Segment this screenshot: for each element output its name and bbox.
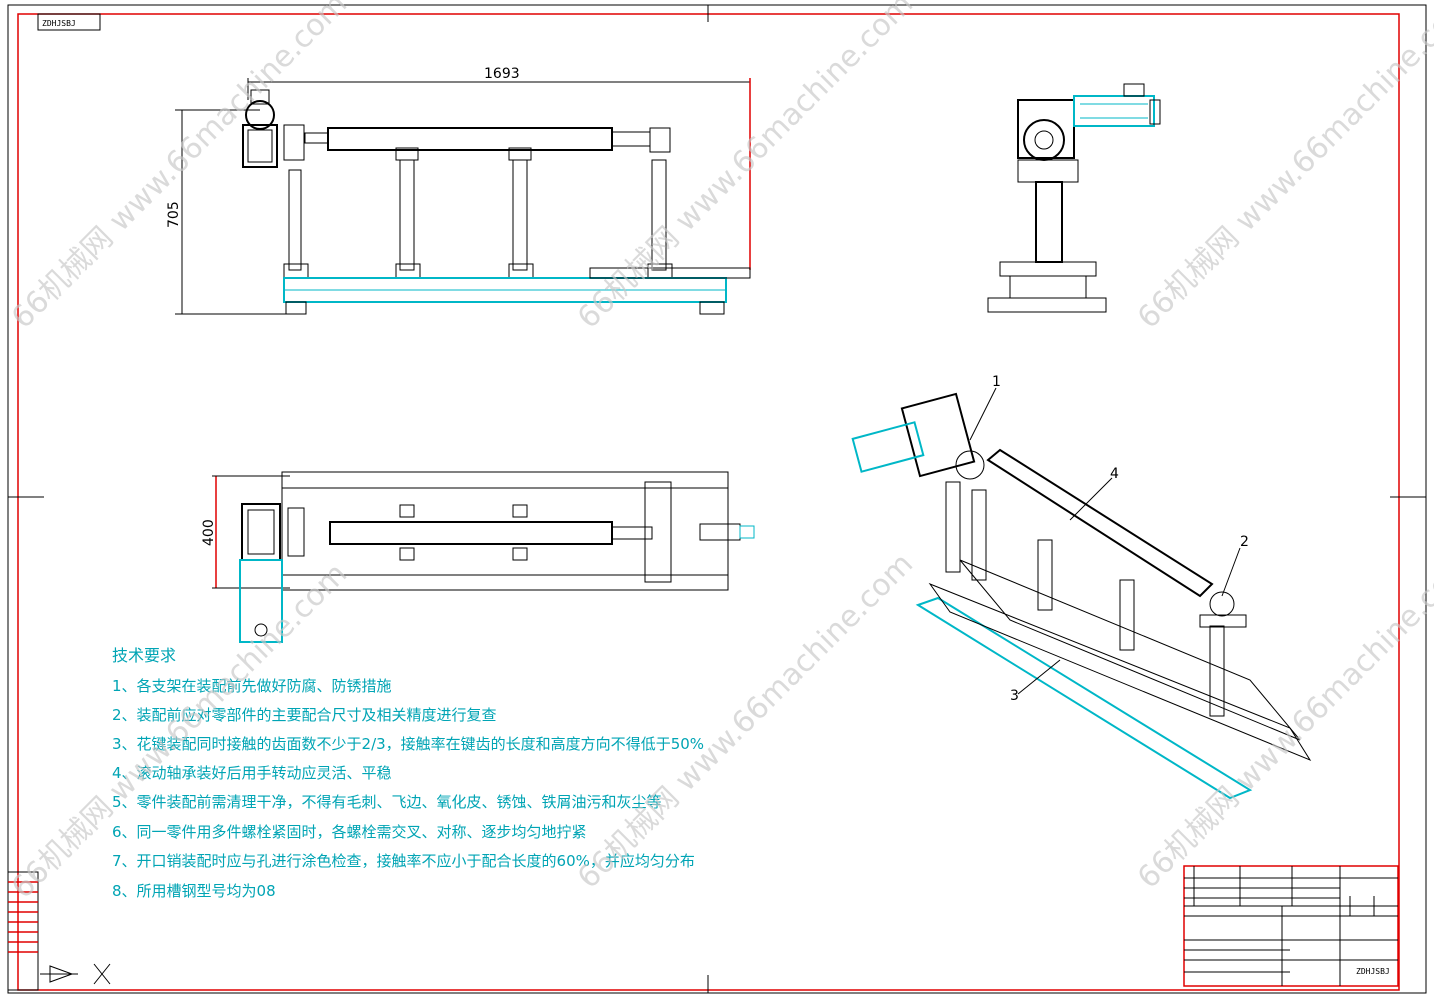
watermark-6: 66机械网 www.66machine.com: [1131, 546, 1434, 895]
left-strip: [7, 871, 39, 991]
iso-roller: [986, 448, 1214, 598]
tech-req-item-1: 1、各支架在装配前先做好防腐、防锈措施: [112, 677, 392, 695]
dim-front-length: 1693: [484, 66, 520, 82]
top-motor: [239, 559, 283, 643]
tech-req-item-6: 6、同一零件用多件螺栓紧固时，各螺栓需交叉、对称、逐步均匀地拧紧: [112, 823, 587, 841]
watermark-1: 66机械网 www.66machine.com: [5, 0, 354, 336]
code-tag-box: [37, 13, 101, 31]
isometric-view: [851, 392, 1312, 800]
balloon-1: 1: [992, 374, 1001, 390]
tech-req-item-4: 4、滚动轴承装好后用手转动应灵活、平稳: [112, 764, 392, 782]
balloon-3: 3: [1010, 688, 1019, 704]
dim-top-width: 400: [201, 519, 217, 546]
outer-border: [7, 4, 1427, 994]
tech-req-item-2: 2、装配前应对零部件的主要配合尺寸及相关精度进行复查: [112, 706, 497, 724]
balloon-2: 2: [1240, 534, 1249, 550]
projection-symbol: [40, 963, 111, 985]
tech-requirements: 技术要求 1、各支架在装配前先做好防腐、防锈措施 2、装配前应对零部件的主要配合…: [112, 646, 704, 900]
watermark-3: 66机械网 www.66machine.com: [1131, 0, 1434, 336]
iso-base-channel: [915, 596, 1253, 800]
tech-req-title: 技术要求: [112, 646, 176, 665]
top-view: 400: [201, 471, 755, 643]
tech-req-item-3: 3、花键装配同时接触的齿面数不少于2/3，接触率在键齿的长度和高度方向不得低于5…: [112, 735, 704, 753]
title-drawing-code: ZDHJSBJ: [1356, 967, 1390, 976]
centering-marks: [8, 5, 1426, 993]
watermark-5: 66机械网 www.66machine.com: [571, 546, 920, 895]
tech-req-item-8: 8、所用槽钢型号均为08: [112, 882, 276, 900]
dim-front-height: 705: [166, 201, 182, 228]
servo-motor: [1073, 95, 1155, 127]
front-view: 1693 705: [166, 66, 751, 315]
side-view: [987, 83, 1161, 313]
code-tag: ZDHJSBJ: [42, 19, 76, 28]
balloon-leaders: [969, 387, 1241, 695]
watermark-2: 66机械网 www.66machine.com: [571, 0, 920, 336]
title-block: ZDHJSBJ: [1183, 865, 1399, 987]
tech-req-item-5: 5、零件装配前需清理干净，不得有毛刺、飞边、氧化皮、锈蚀、铁屑油污和灰尘等: [112, 793, 662, 811]
tech-req-item-7: 7、开口销装配时应与孔进行涂色检查，接触率不应小于配合长度的60%，并应均匀分布: [112, 852, 695, 870]
iso-servo-motor: [851, 421, 925, 473]
balloon-4: 4: [1110, 466, 1119, 482]
